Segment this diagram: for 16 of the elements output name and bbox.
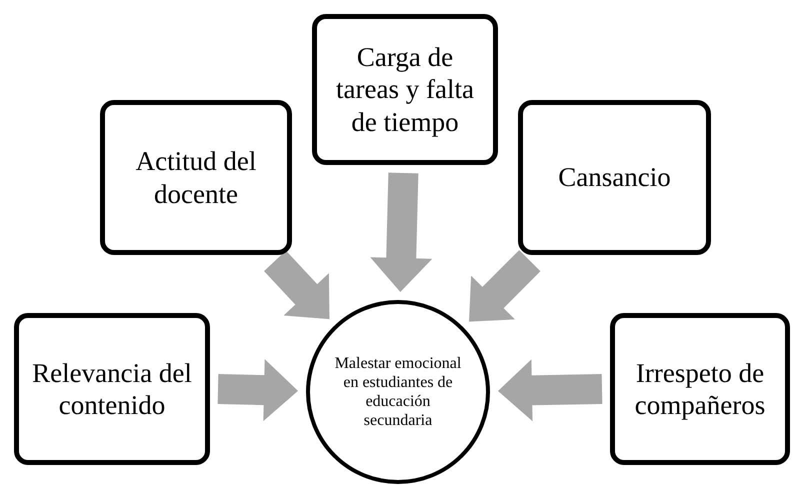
block-arrow	[498, 359, 602, 422]
node-text: Actitud del docente	[134, 145, 258, 210]
factor-box	[518, 100, 711, 255]
block-arrow	[264, 250, 330, 320]
node-text: Relevancia del contenido	[31, 356, 193, 422]
node-text: Malestar emocional en estudiantes de educación secundaria	[334, 354, 462, 430]
factor-box	[14, 313, 210, 465]
block-arrow	[370, 172, 432, 292]
factor-box	[100, 100, 292, 255]
node-text: Cansancio	[558, 161, 671, 194]
block-arrow	[469, 250, 540, 322]
node-text: Irrespeto de compañeros	[634, 356, 766, 422]
factor-box	[312, 14, 498, 165]
block-arrow	[218, 359, 298, 422]
node-text: Carga de tareas y falta de tiempo	[335, 40, 475, 138]
factor-box	[610, 313, 790, 465]
